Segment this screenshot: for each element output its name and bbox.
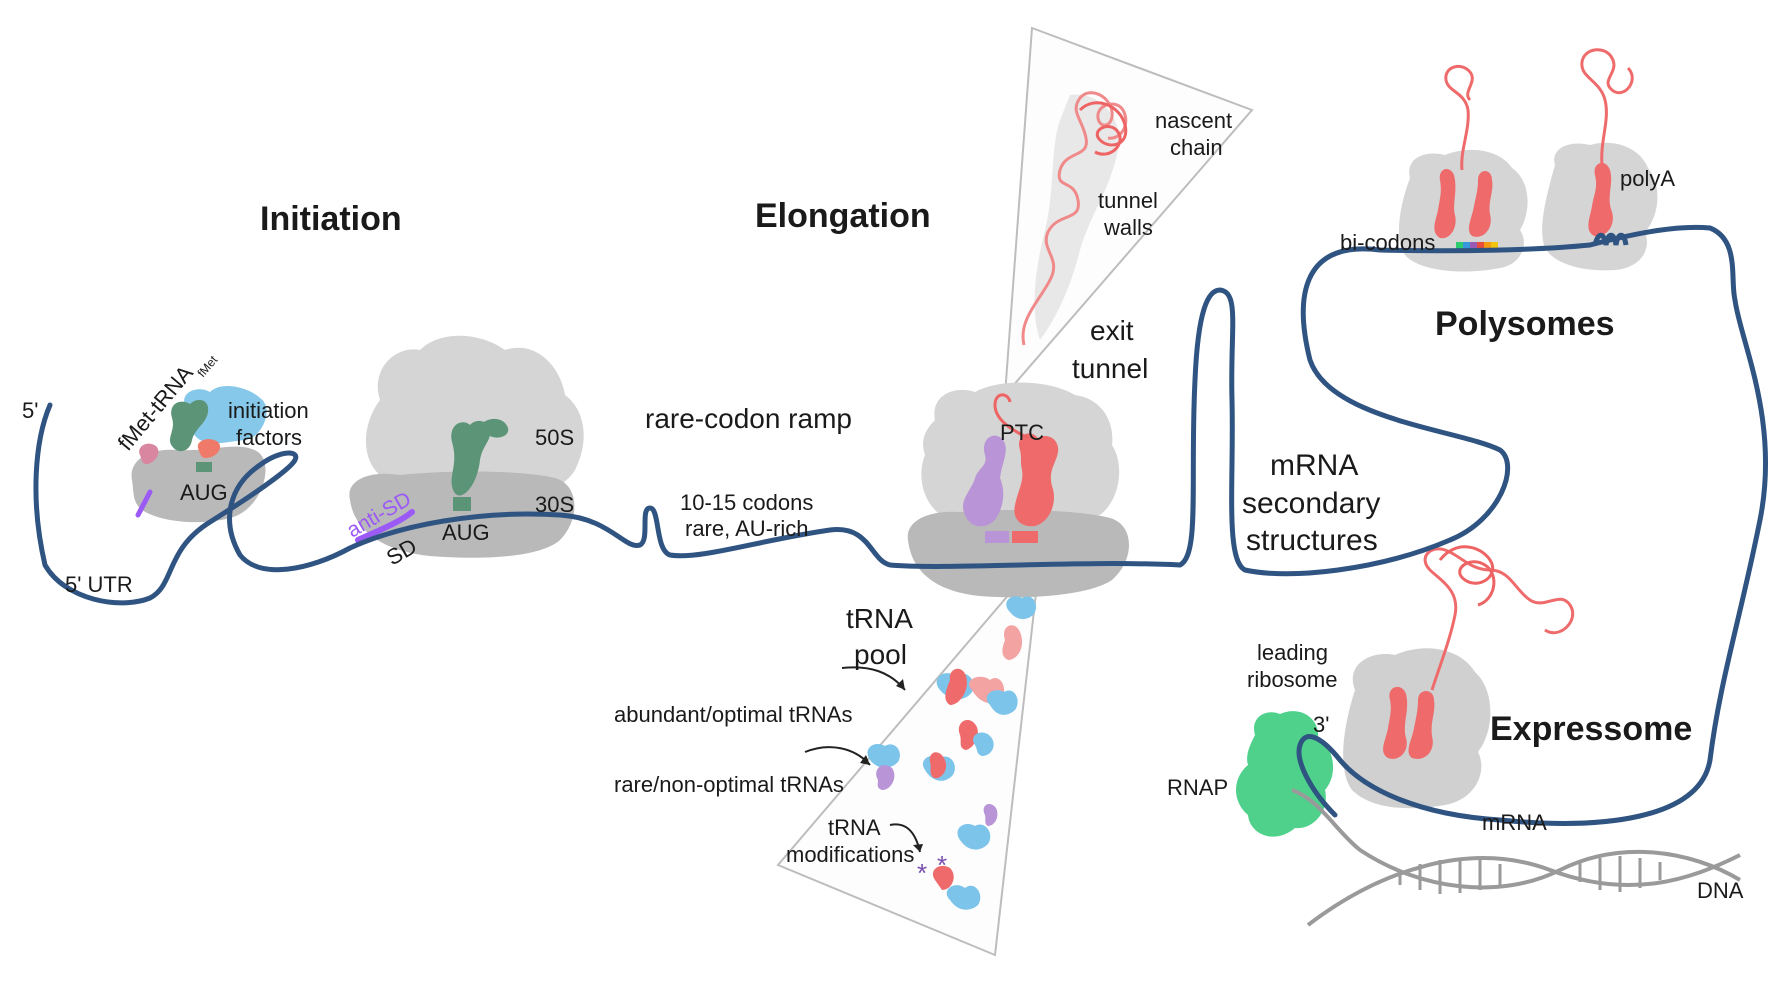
expressome-nascent-chain [1423,547,1575,691]
label-5-prime: 5' [22,398,38,423]
modification-star-2: * [937,850,947,880]
elongation-codon-purple [985,531,1009,543]
heading-elongation: Elongation [755,197,931,235]
initiation-anti-sd [135,489,153,518]
dna-strand-2 [1291,788,1742,890]
fmet-trna-shape [170,399,209,452]
modification-star-1: * [917,858,927,888]
label-rare-trnas: rare/non-optimal tRNAs [614,772,844,797]
label-3-prime: 3' [1313,712,1329,737]
label-polya: polyA [1620,166,1675,191]
label-5-utr: 5' UTR [65,572,133,597]
label-codons-1: 10-15 codons [680,490,813,515]
label-fmet-superscript: fMet [195,353,221,380]
trna-pool-wedge [776,554,1042,957]
label-bi-codons: bi-codons [1340,230,1435,255]
label-30s: 30S [535,492,574,517]
anti-sd-line [355,509,415,543]
label-rare-codon-ramp: rare-codon ramp [645,403,852,434]
polysome-nascent-1 [1444,64,1474,171]
elongation-trna-purple [963,435,1006,527]
elongation-trna-red [1014,433,1059,527]
initiation-factor-pink [139,443,159,465]
polysome-trnas-1 [1434,168,1493,239]
label-mrna-secondary-1: mRNA [1270,449,1358,482]
label-aug-initiation: AUG [180,480,228,505]
label-tunnel-walls-1: tunnel [1098,188,1158,213]
label-tunnel-walls-2: walls [1103,215,1153,240]
ribosome-50s [365,335,584,497]
label-leading: leading [1257,640,1328,665]
label-trna-mods-2: modifications [786,842,914,867]
arrow-heads [860,679,923,852]
initiation-factors-blob [184,385,267,444]
label-ptc: PTC [1000,420,1044,445]
polysome-nascent-2 [1580,48,1634,166]
heading-initiation: Initiation [260,200,402,238]
dna-rungs [1398,856,1662,894]
label-tunnel: tunnel [1072,353,1148,384]
label-initiation-1: initiation [228,398,309,423]
heading-polysomes: Polysomes [1435,305,1615,343]
ptc-peptide [993,393,1029,440]
label-aug-ribosome: AUG [442,520,490,545]
trna-pool-molecules: * * [867,596,1037,910]
nascent-chain-knot [1078,101,1128,156]
dna-strand-1 [1306,853,1741,927]
elongation-codon-red [1012,531,1038,543]
label-factors: factors [236,425,302,450]
initiation-factor-red [197,439,221,458]
initiation-aug-codon [196,462,212,472]
ribosome-aug-codon [453,497,471,511]
expressome-nascent-knot [1438,545,1496,607]
polysome-trna-2 [1588,162,1613,237]
label-abundant-trnas: abundant/optimal tRNAs [614,702,852,727]
elongation-30s [907,510,1130,598]
label-dna: DNA [1697,878,1744,903]
heading-expressome: Expressome [1490,710,1692,748]
bi-codon-strip [1456,242,1498,251]
label-mrna: mRNA [1482,810,1547,835]
expressome-trnas [1383,686,1435,759]
polysome-ribosome-1 [1398,149,1528,272]
ribosome-30s [349,471,575,558]
label-trna-pool-2: pool [854,639,907,670]
label-nascent: nascent [1155,108,1232,133]
label-exit: exit [1090,315,1134,346]
ribosome-trna-green-arm [480,418,509,438]
polya-hairpins [1592,232,1629,246]
rnap-shape [1236,711,1334,837]
label-chain: chain [1170,135,1223,160]
label-codons-2: rare, AU-rich [685,516,808,541]
label-mrna-secondary-3: structures [1246,524,1378,557]
label-ribosome: ribosome [1247,667,1337,692]
ribosome-trna-green [451,420,491,496]
label-trna-mods-1: tRNA [828,815,881,840]
tunnel-walls-shape [1034,94,1120,340]
label-mrna-secondary-2: secondary [1242,487,1380,520]
label-rnap: RNAP [1167,775,1228,800]
nascent-chain [1021,91,1128,346]
mrna-strand [33,224,1769,826]
label-50s: 50S [535,425,574,450]
label-trna-pool-1: tRNA [846,603,913,634]
